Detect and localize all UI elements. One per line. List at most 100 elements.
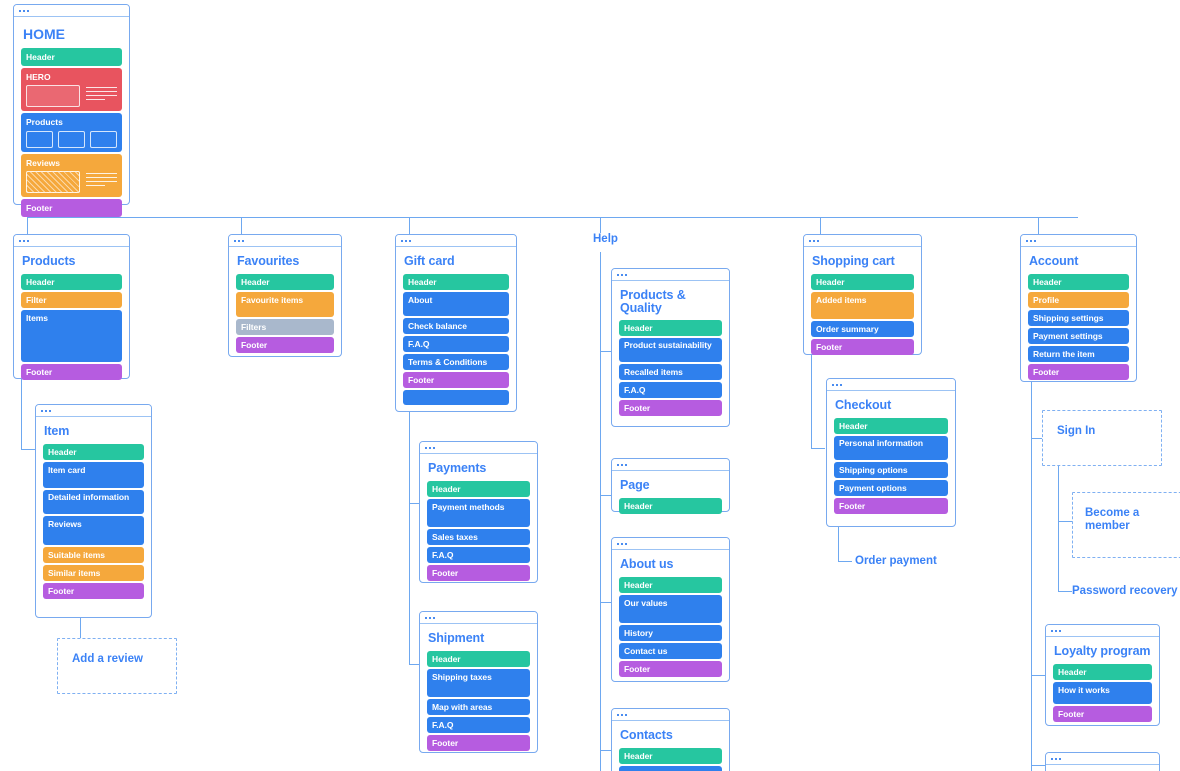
card-checkout[interactable]: Checkout Header Personal information Shi… [826, 378, 956, 527]
section-recalled-items: Recalled items [619, 364, 722, 380]
section-map-with-areas: Map with areas [427, 699, 530, 715]
section-our-values: Our values [619, 595, 722, 623]
connector-cart-checkout-h [811, 448, 825, 449]
card-page[interactable]: Page Header [611, 458, 730, 514]
window-dot-icon [813, 239, 815, 242]
window-dot-icon [621, 713, 623, 716]
window-dot-icon [433, 446, 435, 449]
node-become-a-member[interactable]: Become a member [1072, 492, 1180, 558]
connector-products-item-v [21, 379, 22, 449]
section-header: Header [1028, 274, 1129, 290]
node-password-recovery[interactable]: Password recovery [1072, 585, 1177, 598]
section-footer: Footer [834, 498, 948, 514]
window-dot-icon [832, 383, 834, 386]
section-suitable-items: Suitable items [43, 547, 144, 563]
page-title: Checkout [835, 398, 892, 412]
section-list: Header Our values History Contact us Foo… [619, 577, 722, 677]
section-list: Header [619, 498, 722, 514]
connector-checkout-orderpayment-h [838, 561, 852, 562]
section-header: Header [403, 274, 509, 290]
connector-help-page [600, 495, 612, 496]
card-shopping-cart[interactable]: Shopping cart Header Added items Order s… [803, 234, 922, 355]
card-gift-card[interactable]: Gift card Header About Check balance F.A… [395, 234, 517, 412]
card-titlebar [827, 379, 955, 391]
section-history: History [619, 625, 722, 641]
window-dot-icon [1055, 757, 1057, 760]
page-title: Favourites [237, 254, 300, 268]
node-order-payment[interactable]: Order payment [855, 555, 937, 568]
card-contacts[interactable]: Contacts Header Offices contacts [611, 708, 730, 771]
card-body: Shipment Header Shipping taxes Map with … [420, 624, 537, 758]
window-dot-icon [45, 409, 47, 412]
section-offices-contacts: Offices contacts [619, 766, 722, 771]
connector-checkout-orderpayment-v [838, 527, 839, 561]
page-title: Products [22, 254, 76, 268]
section-header: Header [811, 274, 914, 290]
card-products-quality[interactable]: Products & Quality Header Product sustai… [611, 268, 730, 427]
window-dot-icon [1059, 629, 1061, 632]
card-cut-off[interactable] [1045, 752, 1160, 771]
section-items: Items [21, 310, 122, 362]
card-account[interactable]: Account Header Profile Shipping settings… [1020, 234, 1137, 382]
window-dot-icon [433, 616, 435, 619]
card-body: Favourites Header Favourite items Filter… [229, 247, 341, 360]
connector-giftcard-payments-h [409, 503, 423, 504]
window-dot-icon [1059, 757, 1061, 760]
section-list: Header Item card Detailed information Re… [43, 444, 144, 599]
node-help[interactable]: Help [593, 233, 618, 246]
card-products[interactable]: Products Header Filter Items Footer [13, 234, 130, 380]
card-item[interactable]: Item Header Item card Detailed informati… [35, 404, 152, 618]
section-sales-taxes: Sales taxes [427, 529, 530, 545]
node-label: Help [593, 233, 618, 245]
window-dot-icon [19, 9, 21, 12]
page-title: Shopping cart [812, 254, 895, 268]
connector-help-contacts [600, 750, 612, 751]
section-header: Header [43, 444, 144, 460]
block-label: Reviews [26, 158, 61, 168]
node-label: Order payment [855, 555, 937, 567]
node-sign-in[interactable]: Sign In [1042, 410, 1162, 466]
window-dot-icon [617, 713, 619, 716]
window-dot-icon [817, 239, 819, 242]
window-dot-icon [19, 239, 21, 242]
card-favourites[interactable]: Favourites Header Favourite items Filter… [228, 234, 342, 357]
section-footer: Footer [236, 337, 334, 353]
section-footer: Footer [427, 565, 530, 581]
block-label: Products [26, 117, 63, 127]
card-body: Item Header Item card Detailed informati… [36, 417, 151, 606]
card-about-us[interactable]: About us Header Our values History Conta… [611, 537, 730, 682]
window-dot-icon [49, 409, 51, 412]
section-header: Header [236, 274, 334, 290]
section-list: Header Profile Shipping settings Payment… [1028, 274, 1129, 380]
section-faq: F.A.Q [427, 547, 530, 563]
card-home[interactable]: HOME Header HERO Products [13, 4, 130, 217]
window-dot-icon [617, 273, 619, 276]
card-titlebar [420, 442, 537, 454]
section-footer: Footer [619, 400, 722, 416]
window-dot-icon [621, 463, 623, 466]
card-loyalty-program[interactable]: Loyalty program Header How it works Foot… [1045, 624, 1160, 726]
window-dot-icon [23, 9, 25, 12]
page-title: Payments [428, 461, 487, 475]
block-reviews: Reviews [21, 154, 122, 197]
card-body: Products Header Filter Items Footer [14, 247, 129, 387]
card-titlebar [36, 405, 151, 417]
section-footer: Footer [43, 583, 144, 599]
card-titlebar [1046, 625, 1159, 637]
block-label: Footer [26, 203, 53, 213]
section-header: Header [21, 274, 122, 290]
card-body: Payments Header Payment methods Sales ta… [420, 454, 537, 588]
section-footer: Footer [1028, 364, 1129, 380]
card-titlebar [14, 5, 129, 17]
section-terms-and-conditions: Terms & Conditions [403, 354, 509, 370]
card-payments[interactable]: Payments Header Payment methods Sales ta… [419, 441, 538, 583]
product-thumbs-mock [26, 131, 117, 148]
card-shipment[interactable]: Shipment Header Shipping taxes Map with … [419, 611, 538, 753]
connector-drop-favourites [241, 217, 242, 234]
connector-help-aboutus [600, 602, 612, 603]
section-payment-methods: Payment methods [427, 499, 530, 527]
node-label: Add a review [72, 653, 143, 665]
node-add-a-review[interactable]: Add a review [57, 638, 177, 694]
section-list: Header Added items Order summary Footer [811, 274, 914, 355]
window-dot-icon [621, 542, 623, 545]
